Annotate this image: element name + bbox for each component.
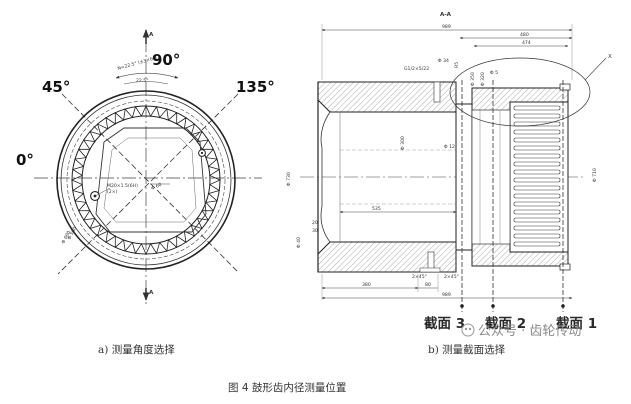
dim-d350: Φ 350 [470,72,476,86]
diagonal-135deg [57,93,239,275]
figure-caption: 图 4 鼓形齿内径测量位置 [228,381,346,394]
spline-tooth [513,105,561,111]
spline-tooth [513,129,561,135]
caption-left: a) 测量角度选择 [98,343,175,356]
dim-d300: Φ 300 [400,136,406,150]
caption-right: b) 测量截面选择 [428,343,506,356]
tooth-profile [71,105,221,255]
section-label-3: 截面 3 [424,315,465,332]
step-angle-dim: 22.5° [136,78,149,84]
spline-tooth [513,193,561,199]
watermark-text: 公众号 · 齿轮传动 [478,324,581,339]
spline-tooth [513,217,561,223]
detail-x-ellipse [449,57,591,127]
tooth-tip-circle [81,115,211,245]
dim-chamfer-a: 2×45° [412,274,427,280]
angle-label-90: 90° [152,51,180,69]
dia-left2-dim: Φ 600 [60,230,72,245]
spline-tooth [513,113,561,119]
spline-tooth [513,201,561,207]
spline-tooth [513,161,561,167]
dim-h20: 20 [312,220,318,226]
spline-tooth [513,153,561,159]
gear-end-view: N=22.5° (±3×6°) 22.5° M20×1.5(6H) (2×) Φ… [16,29,275,304]
spline-tooth [513,137,561,143]
inner-cavity-step [103,137,197,223]
dim-thread: G1/2×5/22 [404,66,429,72]
bolt-dim: M20×1.5(6H) [107,183,138,189]
angle-label-45: 45° [42,78,70,96]
spline-tooth [513,145,561,151]
dim-total-top: 989 [442,24,451,30]
inner-cavity [95,127,207,233]
section-view-aa: A-A 989 480 474 [286,12,612,332]
dia-left-dim: Φ 560 [66,226,78,241]
section-label-2: 截面 2 [485,315,526,332]
spline-tooth [513,177,561,183]
spline-tooth [513,209,561,215]
dim-d12: Φ 12 [444,144,455,150]
outer-ring [56,90,236,270]
outer-ring-inner-edge [60,94,232,266]
dim-80: 80 [425,282,431,288]
spline-tooth [513,225,561,231]
internal-teeth [71,105,221,255]
dim-right-480: 480 [520,32,529,38]
dim-right-474: 474 [522,40,531,46]
angle-label-0: 0° [16,151,34,169]
spline-tooth [513,169,561,175]
dim-d730: Φ 730 [286,172,292,186]
dim-d40: Φ 40 [296,237,302,248]
shoulder [455,103,473,251]
dim-d710: Φ 710 [592,168,598,182]
section-mark-top: A [149,32,154,38]
dim-r5: R5 [454,62,460,68]
dia-small-dim: Φ 60 [150,182,163,192]
dim-h30: 30 [312,228,318,234]
dim-chamfer-b: 2×45° [444,274,459,280]
section-label-1: 截面 1 [556,315,597,332]
dim-d320: Φ 320 [480,72,486,86]
detail-label-x: X [608,54,612,60]
dim-535: 535 [372,206,381,212]
dim-d34: Φ 34 [438,58,449,64]
bolt-circle [66,100,226,260]
spline-teeth [513,105,561,247]
dim-total-bottom: 989 [442,292,451,298]
spline-tooth [513,233,561,239]
dim-380: 380 [362,282,371,288]
section-mark-bottom: A [149,290,154,296]
watermark: 公众号 · 齿轮传动 [461,323,581,339]
spline-tooth [513,241,561,247]
section-title: A-A [440,12,452,18]
angle-label-135: 135° [236,78,275,96]
spline-tooth [513,185,561,191]
bolt-depth-dim: (2×) [107,189,118,195]
dim-d5: Φ 5 [490,70,498,76]
